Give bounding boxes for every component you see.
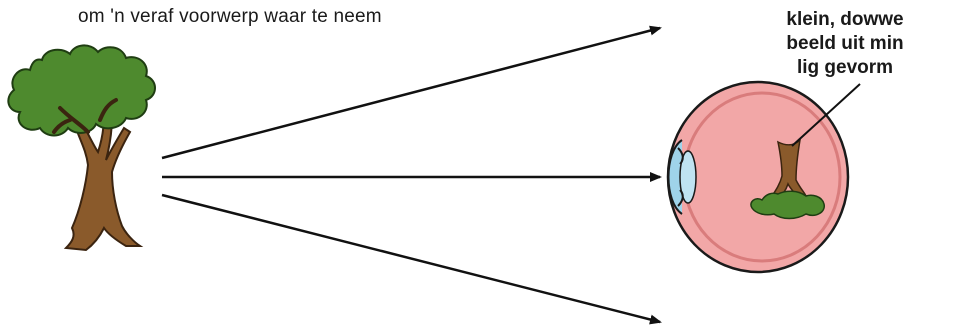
ray-top bbox=[162, 28, 660, 158]
ray-bottom bbox=[162, 195, 660, 322]
image-label-line-3: lig gevorm bbox=[765, 56, 925, 80]
diagram-title: om 'n veraf voorwerp waar te neem bbox=[78, 6, 382, 28]
image-label: klein, dowwe beeld uit min lig gevorm bbox=[765, 8, 925, 80]
image-label-line-1: klein, dowwe bbox=[765, 8, 925, 32]
tree-icon bbox=[8, 45, 155, 250]
image-label-line-2: beeld uit min bbox=[765, 32, 925, 56]
eye-cross-section-icon bbox=[668, 82, 848, 272]
